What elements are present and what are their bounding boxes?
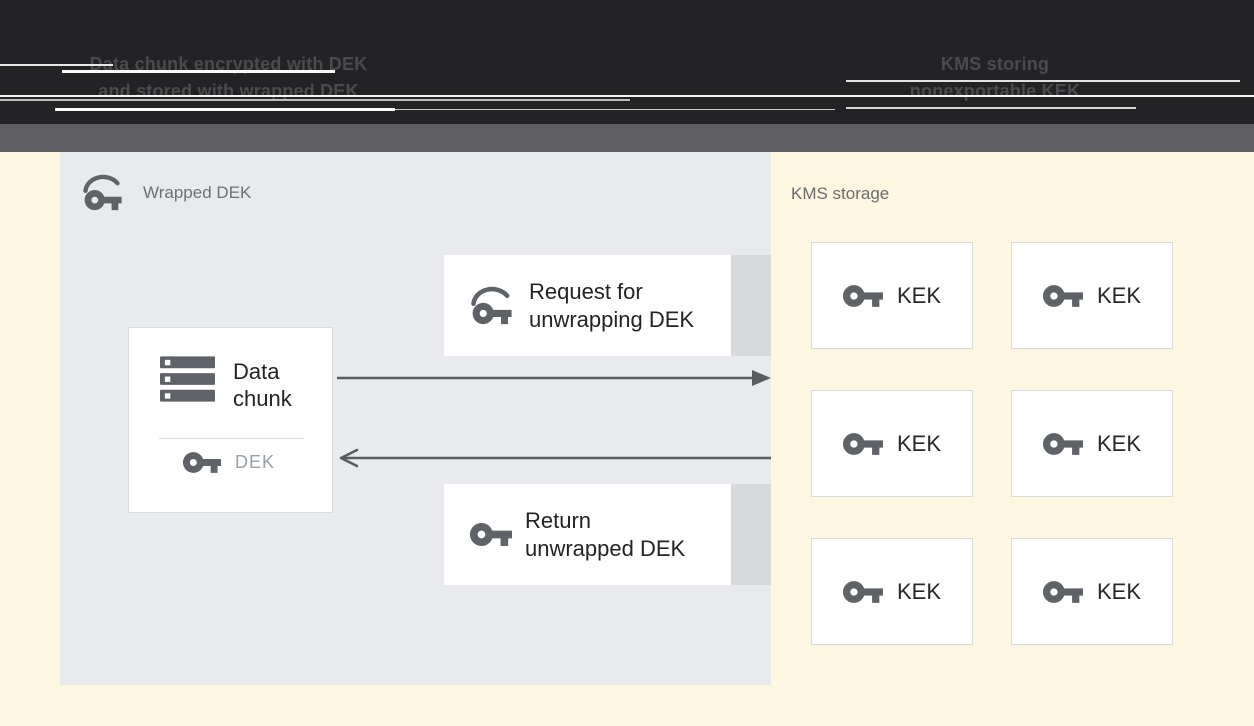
kek-label: KEK (1096, 430, 1142, 456)
kek-box: KEK (811, 538, 973, 645)
key-icon (1042, 580, 1083, 603)
kek-label: KEK (1096, 282, 1142, 308)
return-box-tab (731, 484, 771, 585)
key-icon (470, 523, 512, 546)
glitch-line (846, 107, 1136, 109)
data-chunk-title: Data chunk (233, 356, 292, 412)
caption-kms: KMS storing nonexportable KEK (845, 51, 1145, 105)
kek-box: KEK (1011, 538, 1173, 645)
header-band: Data chunk encrypted with DEK and stored… (0, 0, 1254, 124)
kek-box: KEK (811, 242, 973, 349)
diagram-canvas: Wrapped DEK (0, 152, 1254, 726)
wrapped-dek-label: Wrapped DEK (143, 182, 252, 202)
arrow-left-icon (339, 448, 771, 468)
request-box-text: Request for unwrapping DEK (529, 278, 694, 334)
arrow-right-icon (337, 370, 771, 386)
key-icon (842, 580, 883, 603)
data-chunk-row: Data chunk (160, 356, 292, 412)
kek-box: KEK (1011, 390, 1173, 497)
kek-box: KEK (1011, 242, 1173, 349)
return-box: Return unwrapped DEK (444, 484, 731, 585)
caption-line: nonexportable KEK (909, 81, 1081, 101)
kek-box: KEK (811, 390, 973, 497)
dek-row: DEK (183, 452, 275, 473)
key-icon (842, 432, 883, 455)
data-stack-icon (160, 356, 215, 402)
divider-line (159, 438, 304, 439)
request-line: Request for (529, 278, 643, 304)
glitch-line (55, 108, 395, 111)
wrapped-key-icon (471, 286, 512, 325)
caption-line: Data chunk encrypted with DEK (89, 54, 368, 74)
dek-label: DEK (235, 452, 276, 472)
key-icon (1042, 432, 1083, 455)
kek-label: KEK (1096, 578, 1142, 604)
kms-storage-label: KMS storage (791, 184, 890, 203)
key-icon (842, 284, 883, 307)
request-box-tab (731, 255, 771, 356)
return-box-text: Return unwrapped DEK (525, 507, 685, 563)
caption-wrapped-dek: Data chunk encrypted with DEK and stored… (56, 51, 401, 105)
key-icon (183, 452, 221, 473)
data-chunk-line: Data (233, 359, 280, 384)
wrapped-dek-header: Wrapped DEK (82, 174, 251, 211)
return-line: Return (525, 507, 592, 533)
caption-line: KMS storing (940, 54, 1050, 74)
wrapped-key-icon (83, 174, 122, 211)
data-chunk-box: Data chunk DEK (128, 327, 333, 513)
return-line: unwrapped DEK (525, 535, 686, 561)
request-line: unwrapping DEK (529, 306, 695, 332)
wrapped-dek-panel: Wrapped DEK (60, 152, 771, 685)
glitch-line (395, 109, 835, 110)
kek-label: KEK (896, 282, 942, 308)
request-box: Request for unwrapping DEK (444, 255, 731, 356)
caption-line: and stored with wrapped DEK (98, 81, 359, 101)
key-icon (1042, 284, 1083, 307)
kek-label: KEK (896, 430, 942, 456)
data-chunk-line: chunk (233, 386, 292, 411)
kek-label: KEK (896, 578, 942, 604)
divider-band (0, 124, 1254, 152)
